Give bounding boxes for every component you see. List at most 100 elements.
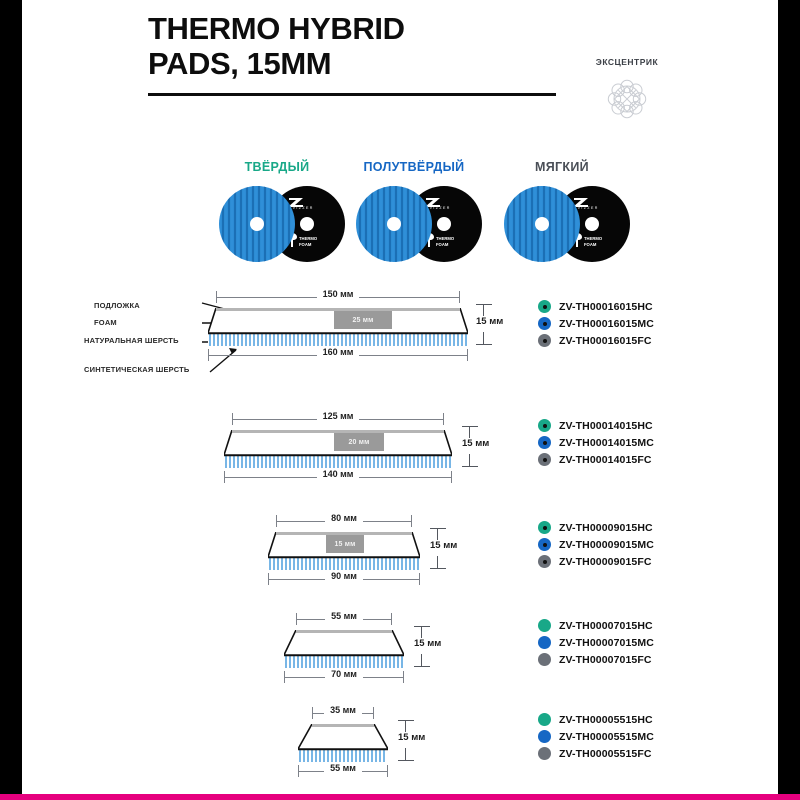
sku-list: ZV-TH00009015HC ZV-TH00009015MC ZV-TH000… (538, 519, 654, 570)
sku-code: ZV-TH00005515MC (559, 730, 654, 743)
title-underline (148, 93, 556, 96)
sku-code: ZV-TH00007015HC (559, 619, 653, 632)
sku-row[interactable]: ZV-TH00005515HC (538, 711, 654, 728)
hardness-dot-soft (538, 334, 551, 347)
dimension-bottom-value: 140 мм (316, 469, 360, 479)
spec-block-55: 35 мм 55 мм (22, 705, 778, 786)
center-hole (437, 217, 451, 231)
dimension-bottom: 160 мм (208, 347, 468, 362)
center-hole (250, 217, 264, 231)
svg-text:ZVIZZER: ZVIZZER (426, 206, 451, 210)
dimension-bottom-value: 90 мм (325, 571, 363, 581)
dimension-bottom: 70 мм (284, 669, 404, 684)
center-hole (585, 217, 599, 231)
dimension-height: 15 мм (430, 528, 476, 572)
sku-row[interactable]: ZV-TH00009015FC (538, 553, 654, 570)
dimension-top-value: 35 мм (324, 705, 362, 715)
sku-list: ZV-TH00014015HC ZV-TH00014015MC ZV-TH000… (538, 417, 654, 468)
sku-list: ZV-TH00005515HC ZV-TH00005515MC ZV-TH000… (538, 711, 654, 762)
hardness-dot-medium (538, 436, 551, 449)
svg-text:FOAM: FOAM (436, 242, 449, 247)
hardness-dot-hard (538, 713, 551, 726)
pad-body: 25 мм (206, 307, 470, 334)
sku-row[interactable]: ZV-TH00016015FC (538, 332, 654, 349)
sku-row[interactable]: ZV-TH00016015MC (538, 315, 654, 332)
svg-text:ZVIZZER: ZVIZZER (574, 206, 599, 210)
hardness-dot-soft (538, 453, 551, 466)
hardness-label: МЯГКИЙ (535, 160, 589, 174)
sku-row[interactable]: ZV-TH00009015MC (538, 536, 654, 553)
pad-cross-section: 35 мм 55 мм (296, 705, 425, 778)
svg-text:THERMO: THERMO (299, 236, 318, 241)
sku-code: ZV-TH00009015MC (559, 538, 654, 551)
sku-code: ZV-TH00009015FC (559, 555, 652, 568)
sku-row[interactable]: ZV-TH00014015MC (538, 434, 654, 451)
spec-block-90: 80 мм 15 мм (22, 513, 778, 594)
center-dimension-value: 20 мм (348, 438, 370, 446)
dimension-height-value: 15 мм (414, 638, 442, 649)
center-hole (300, 217, 314, 231)
center-hole-block: 15 мм (326, 535, 364, 553)
wool-fiber-layer (224, 455, 452, 468)
svg-text:ZVIZZER: ZVIZZER (289, 206, 314, 210)
pad-cross-section: 55 мм 70 мм (282, 611, 441, 684)
svg-text:FOAM: FOAM (299, 242, 312, 247)
wool-fiber-layer (268, 557, 420, 570)
hardness-label: ПОЛУТВЁРДЫЙ (363, 160, 465, 174)
hardness-dot-soft (538, 653, 551, 666)
sku-row[interactable]: ZV-TH00007015FC (538, 651, 654, 668)
dimension-top: 150 мм (216, 289, 460, 304)
dimension-bottom-value: 160 мм (316, 347, 360, 357)
wool-fiber-layer (298, 749, 388, 762)
dimension-top: 35 мм (312, 705, 374, 720)
sku-row[interactable]: ZV-TH00016015HC (538, 298, 654, 315)
sku-row[interactable]: ZV-TH00005515FC (538, 745, 654, 762)
sku-code: ZV-TH00009015HC (559, 521, 653, 534)
frame-edge-left (0, 0, 22, 800)
sku-row[interactable]: ZV-TH00007015HC (538, 617, 654, 634)
sku-row[interactable]: ZV-TH00007015MC (538, 634, 654, 651)
spec-block-140: 125 мм 20 мм (22, 411, 778, 492)
hardness-dot-hard (538, 619, 551, 632)
eccentric-label: ЭКСЦЕНТРИК (595, 57, 659, 67)
spec-block-70: 55 мм 70 мм (22, 611, 778, 692)
center-hole (535, 217, 549, 231)
pad-body (296, 723, 390, 750)
page-title: THERMO HYBRID PADS, 15MM (148, 11, 548, 81)
callout-synthetic-wool: СИНТЕТИЧЕСКАЯ ШЕРСТЬ (84, 365, 190, 374)
center-hole-block: 25 мм (334, 311, 392, 329)
sku-code: ZV-TH00005515FC (559, 747, 652, 760)
hardness-dot-soft (538, 555, 551, 568)
hardness-dot-medium (538, 538, 551, 551)
callout-podlozhka: ПОДЛОЖКА (94, 301, 140, 310)
pad-body: 15 мм (266, 531, 422, 558)
sku-row[interactable]: ZV-TH00014015FC (538, 451, 654, 468)
dimension-bottom: 55 мм (298, 763, 388, 778)
page-title-line1: THERMO HYBRID (148, 11, 405, 46)
dimension-height-value: 15 мм (398, 732, 426, 743)
hardness-dot-hard (538, 521, 551, 534)
dimension-top: 55 мм (296, 611, 392, 626)
wool-disc (219, 186, 295, 262)
sku-code: ZV-TH00016015MC (559, 317, 654, 330)
sku-row[interactable]: ZV-TH00009015HC (538, 519, 654, 536)
wool-disc (504, 186, 580, 262)
sku-row[interactable]: ZV-TH00014015HC (538, 417, 654, 434)
page-title-line2: PADS, 15MM (148, 45, 332, 81)
pad-cross-section: 80 мм 15 мм (266, 513, 457, 585)
wool-fiber-layer (208, 333, 468, 346)
callout-foam: FOAM (94, 318, 117, 327)
rosette-spirograph-icon (562, 71, 692, 132)
pad-cross-section: 125 мм 20 мм (222, 411, 489, 483)
frame-edge-right (778, 0, 800, 800)
dimension-bottom-value: 70 мм (325, 669, 363, 679)
sku-code: ZV-TH00014015FC (559, 453, 652, 466)
sku-code: ZV-TH00014015HC (559, 419, 653, 432)
dimension-height-value: 15 мм (462, 438, 490, 449)
sku-row[interactable]: ZV-TH00005515MC (538, 728, 654, 745)
svg-text:FOAM: FOAM (584, 242, 597, 247)
